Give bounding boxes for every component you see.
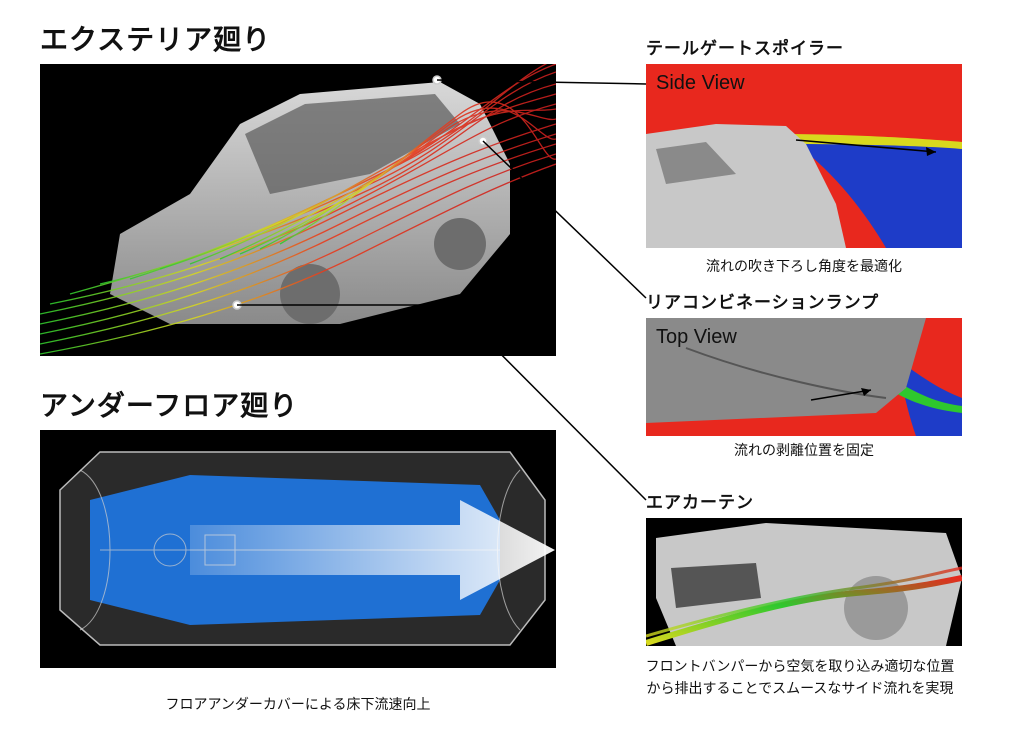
side-view-label: Side View (656, 72, 745, 94)
rear-lamp-caption: 流れの剥離位置を固定 (734, 443, 874, 459)
tailgate-caption: 流れの吹き下ろし角度を最適化 (706, 259, 902, 275)
car-rear-top (646, 318, 926, 423)
airflow-arrow (190, 500, 555, 600)
car-window-side (656, 142, 736, 184)
air-curtain-caption: フロントバンパーから空気を取り込み適切な位置 から排出することでスムースなサイド… (600, 656, 1000, 700)
front-wheel (280, 264, 340, 324)
air-curtain-caption-line2: から排出することでスムースなサイド流れを実現 (646, 681, 954, 697)
tailgate-spoiler-heading: テールゲートスポイラー (646, 39, 844, 59)
cfd-green-band (891, 378, 962, 413)
tailgate-side-view-image: Side View (646, 64, 962, 248)
cfd-blue-region (796, 141, 962, 248)
air-curtain-heading: エアカーテン (646, 493, 754, 513)
car-window (245, 94, 460, 194)
air-curtain-caption-line1: フロントバンパーから空気を取り込み適切な位置 (645, 659, 955, 675)
air-curtain-flow (646, 575, 962, 646)
rear-wheel (434, 218, 486, 270)
underfloor-caption: フロアアンダーカバーによる床下流速向上 (165, 697, 431, 713)
cfd-blue-region-top (896, 358, 962, 436)
top-view-label: Top View (656, 326, 737, 348)
lamp-contour (685, 347, 887, 399)
rear-lamp-top-view-image: Top View (646, 318, 962, 436)
exterior-heading: エクステリア廻り (40, 23, 272, 56)
underfloor-image (40, 430, 556, 668)
air-curtain-image (646, 518, 962, 646)
front-grille (671, 563, 761, 608)
rear-lamp-heading: リアコンビネーションランプ (646, 293, 880, 313)
underfloor-heading: アンダーフロア廻り (40, 389, 299, 422)
exterior-flow-image (40, 64, 556, 356)
cfd-transition (776, 134, 962, 149)
